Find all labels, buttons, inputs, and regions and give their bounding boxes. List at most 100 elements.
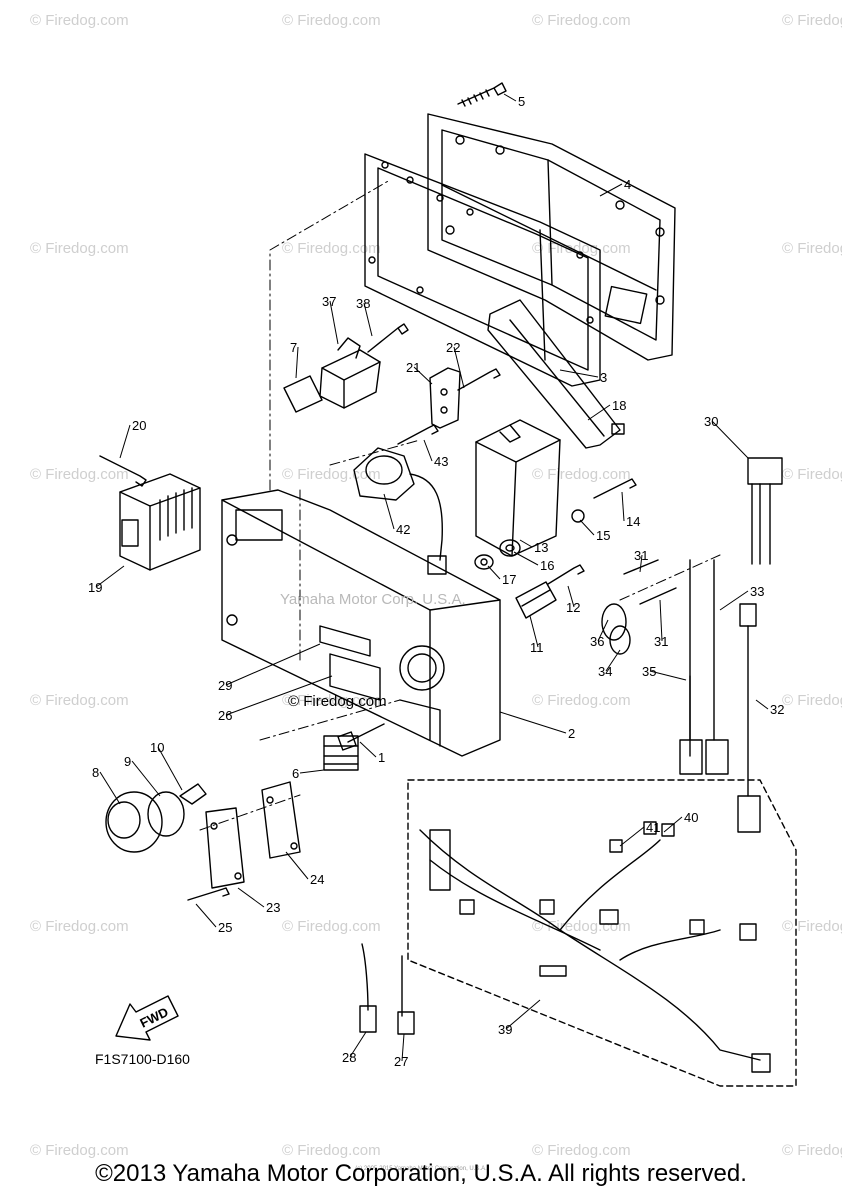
copyright-notice: ©2013 Yamaha Motor Corporation, U.S.A. A…: [95, 1160, 747, 1187]
part-25-screw: [187, 887, 230, 901]
callout-23: 23: [266, 900, 280, 915]
watermark-text: © Firedog.com: [30, 466, 129, 483]
part-11-bracket: [515, 581, 557, 619]
callout-29: 29: [218, 678, 232, 693]
part-3-gasket: [364, 153, 601, 387]
callout-8: 8: [92, 765, 99, 780]
part-12-screw: [547, 564, 585, 585]
leader-19: [95, 565, 125, 588]
part-18-band: [487, 299, 625, 449]
watermark-text: © Firedog.com: [782, 1142, 842, 1159]
part-32-lead: [737, 603, 761, 833]
leader-37: [329, 300, 339, 345]
leader-3: [559, 369, 599, 378]
leader-24: [285, 851, 309, 880]
watermark-text: © Firedog.com: [282, 240, 381, 257]
callout-31: 31: [634, 548, 648, 563]
callout-26: 26: [218, 708, 232, 723]
callout-30: 30: [704, 414, 718, 429]
fwd-arrow-icon: [115, 995, 179, 1041]
callout-24: 24: [310, 872, 324, 887]
watermark-text: © Firedog.com: [532, 466, 631, 483]
watermark-text: © Firedog.com: [30, 240, 129, 257]
figure-code: F1S7100-D160: [95, 1051, 190, 1067]
watermark-text: © Firedog.com: [30, 692, 129, 709]
leader-34: [605, 649, 621, 672]
leader-27: [401, 1033, 405, 1062]
watermark-text: © Firedog.com: [532, 1142, 631, 1159]
leader-12: [567, 585, 575, 608]
watermark-text: © Firedog.com: [282, 12, 381, 29]
leader-8: [99, 771, 121, 805]
callout-18: 18: [612, 398, 626, 413]
leader-5: [503, 93, 517, 102]
watermark-text: © Firedog.com: [30, 12, 129, 29]
part-13-control-unit: [475, 419, 561, 557]
part-27-cable-tie: [397, 955, 415, 1035]
center-watermark: © Firedog.com: [288, 693, 387, 710]
watermark-text: © Firedog.com: [782, 466, 842, 483]
part-28-strap: [359, 943, 377, 1033]
callout-19: 19: [88, 580, 102, 595]
leader-31: [639, 554, 643, 573]
part-15-washer: [571, 509, 585, 523]
body-watermark: Yamaha Motor Corp. U.S.A.: [280, 591, 466, 608]
part-31-screw-b: [639, 587, 677, 605]
part-22-screw: [457, 368, 501, 391]
part-41-connector: [609, 839, 623, 853]
leader-18: [587, 404, 611, 421]
callout-35: 35: [642, 664, 656, 679]
leader-28: [349, 1031, 367, 1058]
callout-42: 42: [396, 522, 410, 537]
watermark-text: © Firedog.com: [532, 12, 631, 29]
callout-16: 16: [540, 558, 554, 573]
leader-22: [453, 346, 465, 389]
part-33-terminal: [679, 559, 729, 775]
part-34-cap: [609, 625, 631, 655]
part-36-cap: [601, 603, 627, 641]
callout-7: 7: [290, 340, 297, 355]
leader-42: [383, 493, 395, 530]
watermark-text: © Firedog.com: [30, 918, 129, 935]
callout-40: 40: [684, 810, 698, 825]
leader-11: [529, 615, 539, 648]
callout-36: 36: [590, 634, 604, 649]
callout-12: 12: [566, 600, 580, 615]
part-38-screw: [367, 323, 409, 353]
callout-14: 14: [626, 514, 640, 529]
callout-10: 10: [150, 740, 164, 755]
callout-leaders: [95, 93, 769, 1062]
leader-14: [621, 491, 625, 522]
callout-34: 34: [598, 664, 612, 679]
callout-5: 5: [518, 94, 525, 109]
leader-4: [599, 183, 623, 197]
leader-41: [619, 826, 645, 847]
part-43-screw: [397, 424, 439, 445]
part-9-ring: [147, 791, 185, 837]
watermark-text: © Firedog.com: [782, 692, 842, 709]
watermark-text: © Firedog.com: [532, 918, 631, 935]
part-17-grommet: [474, 554, 494, 570]
part-7-pad: [283, 375, 323, 413]
leader-13: [519, 539, 533, 548]
callout-1: 1: [378, 750, 385, 765]
watermark-text: © Firedog.com: [532, 692, 631, 709]
callout-28: 28: [342, 1050, 356, 1065]
callout-41: 41: [646, 820, 660, 835]
part-14-screw: [593, 478, 637, 499]
part-26-label: [329, 653, 381, 701]
part-37-relay: [319, 337, 381, 409]
leader-10: [157, 746, 183, 791]
leader-16: [513, 551, 539, 566]
watermark-text: © Firedog.com: [30, 1142, 129, 1159]
leader-26: [225, 675, 333, 716]
leader-1: [359, 741, 377, 758]
part-20-screw: [99, 455, 147, 487]
watermark-text: © Firedog.com: [782, 12, 842, 29]
leader-39: [505, 999, 541, 1030]
leader-33: [719, 590, 749, 611]
part-2-electrical-box: [221, 489, 501, 757]
part-21-bracket: [429, 367, 461, 429]
part-19-rectifier: [119, 473, 201, 571]
